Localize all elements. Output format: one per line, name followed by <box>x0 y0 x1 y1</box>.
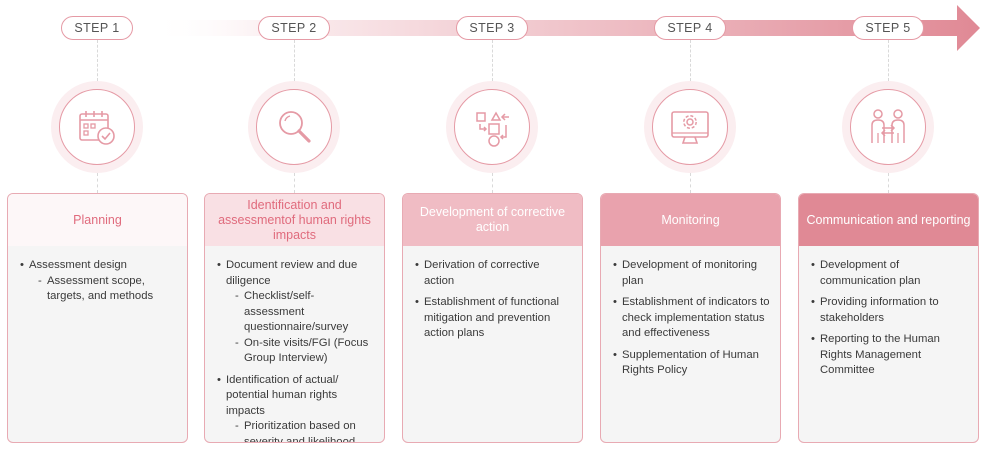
step-2-column: STEP 2 Identification and assessmentof h… <box>204 0 385 450</box>
connector-line <box>97 173 98 193</box>
step-3-column: STEP 3 Development of corrective actionD… <box>402 0 583 450</box>
bullet-text: Document review and due diligence <box>226 259 358 287</box>
step-2-icon-badge <box>248 81 340 173</box>
step-5-card: Communication and reportingDevelopment o… <box>798 193 979 443</box>
sub-item: Prioritization based on severity and lik… <box>226 419 374 442</box>
bullet-item: Derivation of corrective action <box>415 258 572 289</box>
step-5-icon-badge <box>842 81 934 173</box>
step-4-details: Development of monitoring planEstablishm… <box>601 246 780 379</box>
step-2-details: Document review and due diligenceCheckli… <box>205 246 384 443</box>
bullet-item: Document review and due diligenceCheckli… <box>217 258 374 367</box>
bullet-text: Identification of actual/ potential huma… <box>226 373 339 417</box>
step-3-details: Derivation of corrective actionEstablish… <box>403 246 582 342</box>
icon-ring <box>850 89 926 165</box>
step-5-badge: STEP 5 <box>852 16 924 40</box>
step-4-badge: STEP 4 <box>654 16 726 40</box>
bullet-text: Development of communication plan <box>820 259 921 287</box>
bullet-text: Supplementation of Human Rights Policy <box>622 348 759 377</box>
bullet-item: Establishment of indicators to check imp… <box>613 295 770 342</box>
calendar-check-icon <box>79 111 115 145</box>
bullet-text: Establishment of indicators to check imp… <box>622 296 770 339</box>
people-exchange-icon <box>871 109 905 143</box>
step-4-icon-badge <box>644 81 736 173</box>
process-arrow <box>150 5 980 51</box>
step-4-column: STEP 4 MonitoringDevelopment of monitori… <box>600 0 781 450</box>
bullet-item: Reporting to the Human Rights Management… <box>811 332 968 379</box>
bullet-item: Supplementation of Human Rights Policy <box>613 348 770 379</box>
connector-line <box>97 40 98 81</box>
step-1-details: Assessment designAssessment scope, targe… <box>8 246 187 305</box>
step-4-title: Monitoring <box>601 194 780 246</box>
connector-line <box>888 173 889 193</box>
shapes-arrows-icon <box>476 111 509 147</box>
connector-line <box>492 40 493 81</box>
icon-ring <box>59 89 135 165</box>
step-1-icon-badge <box>51 81 143 173</box>
monitor-gear-icon <box>671 111 709 144</box>
connector-line <box>690 40 691 81</box>
icon-ring <box>256 89 332 165</box>
step-4-card: MonitoringDevelopment of monitoring plan… <box>600 193 781 443</box>
bullet-item: Development of monitoring plan <box>613 258 770 289</box>
step-2-card: Identification and assessmentof human ri… <box>204 193 385 443</box>
step-2-title: Identification and assessmentof human ri… <box>205 194 384 246</box>
step-5-title: Communication and reporting <box>799 194 978 246</box>
bullet-text: Establishment of functional mitigation a… <box>424 296 560 339</box>
icon-ring <box>454 89 530 165</box>
bullet-text: Development of monitoring plan <box>622 259 758 287</box>
magnifier-icon <box>279 111 311 143</box>
step-5-column: STEP 5 Communication and reportingDevelo… <box>798 0 979 450</box>
sub-item: Assessment scope, targets, and methods <box>29 274 177 305</box>
bullet-item: Providing information to stakeholders <box>811 295 968 326</box>
sub-item: Checklist/self-assessment questionnaire/… <box>226 289 374 336</box>
bullet-text: Providing information to stakeholders <box>820 296 939 324</box>
step-1-title: Planning <box>8 194 187 246</box>
step-1-column: STEP 1 PlanningAssessment designAssessme… <box>7 0 188 450</box>
step-5-details: Development of communication planProvidi… <box>799 246 978 379</box>
icon-ring <box>652 89 728 165</box>
bullet-text: Assessment design <box>29 259 127 271</box>
bullet-text: Derivation of corrective action <box>424 259 540 287</box>
step-1-card: PlanningAssessment designAssessment scop… <box>7 193 188 443</box>
bullet-text: Reporting to the Human Rights Management… <box>820 333 940 376</box>
step-3-icon-badge <box>446 81 538 173</box>
step-1-badge: STEP 1 <box>61 16 133 40</box>
bullet-item: Assessment designAssessment scope, targe… <box>20 258 177 305</box>
connector-line <box>888 40 889 81</box>
bullet-item: Identification of actual/ potential huma… <box>217 373 374 443</box>
step-3-card: Development of corrective actionDerivati… <box>402 193 583 443</box>
step-3-badge: STEP 3 <box>456 16 528 40</box>
connector-line <box>294 40 295 81</box>
connector-line <box>294 173 295 193</box>
connector-line <box>690 173 691 193</box>
bullet-item: Establishment of functional mitigation a… <box>415 295 572 342</box>
bullet-item: Development of communication plan <box>811 258 968 289</box>
step-3-title: Development of corrective action <box>403 194 582 246</box>
connector-line <box>492 173 493 193</box>
sub-item: On-site visits/FGI (Focus Group Intervie… <box>226 336 374 367</box>
step-2-badge: STEP 2 <box>258 16 330 40</box>
